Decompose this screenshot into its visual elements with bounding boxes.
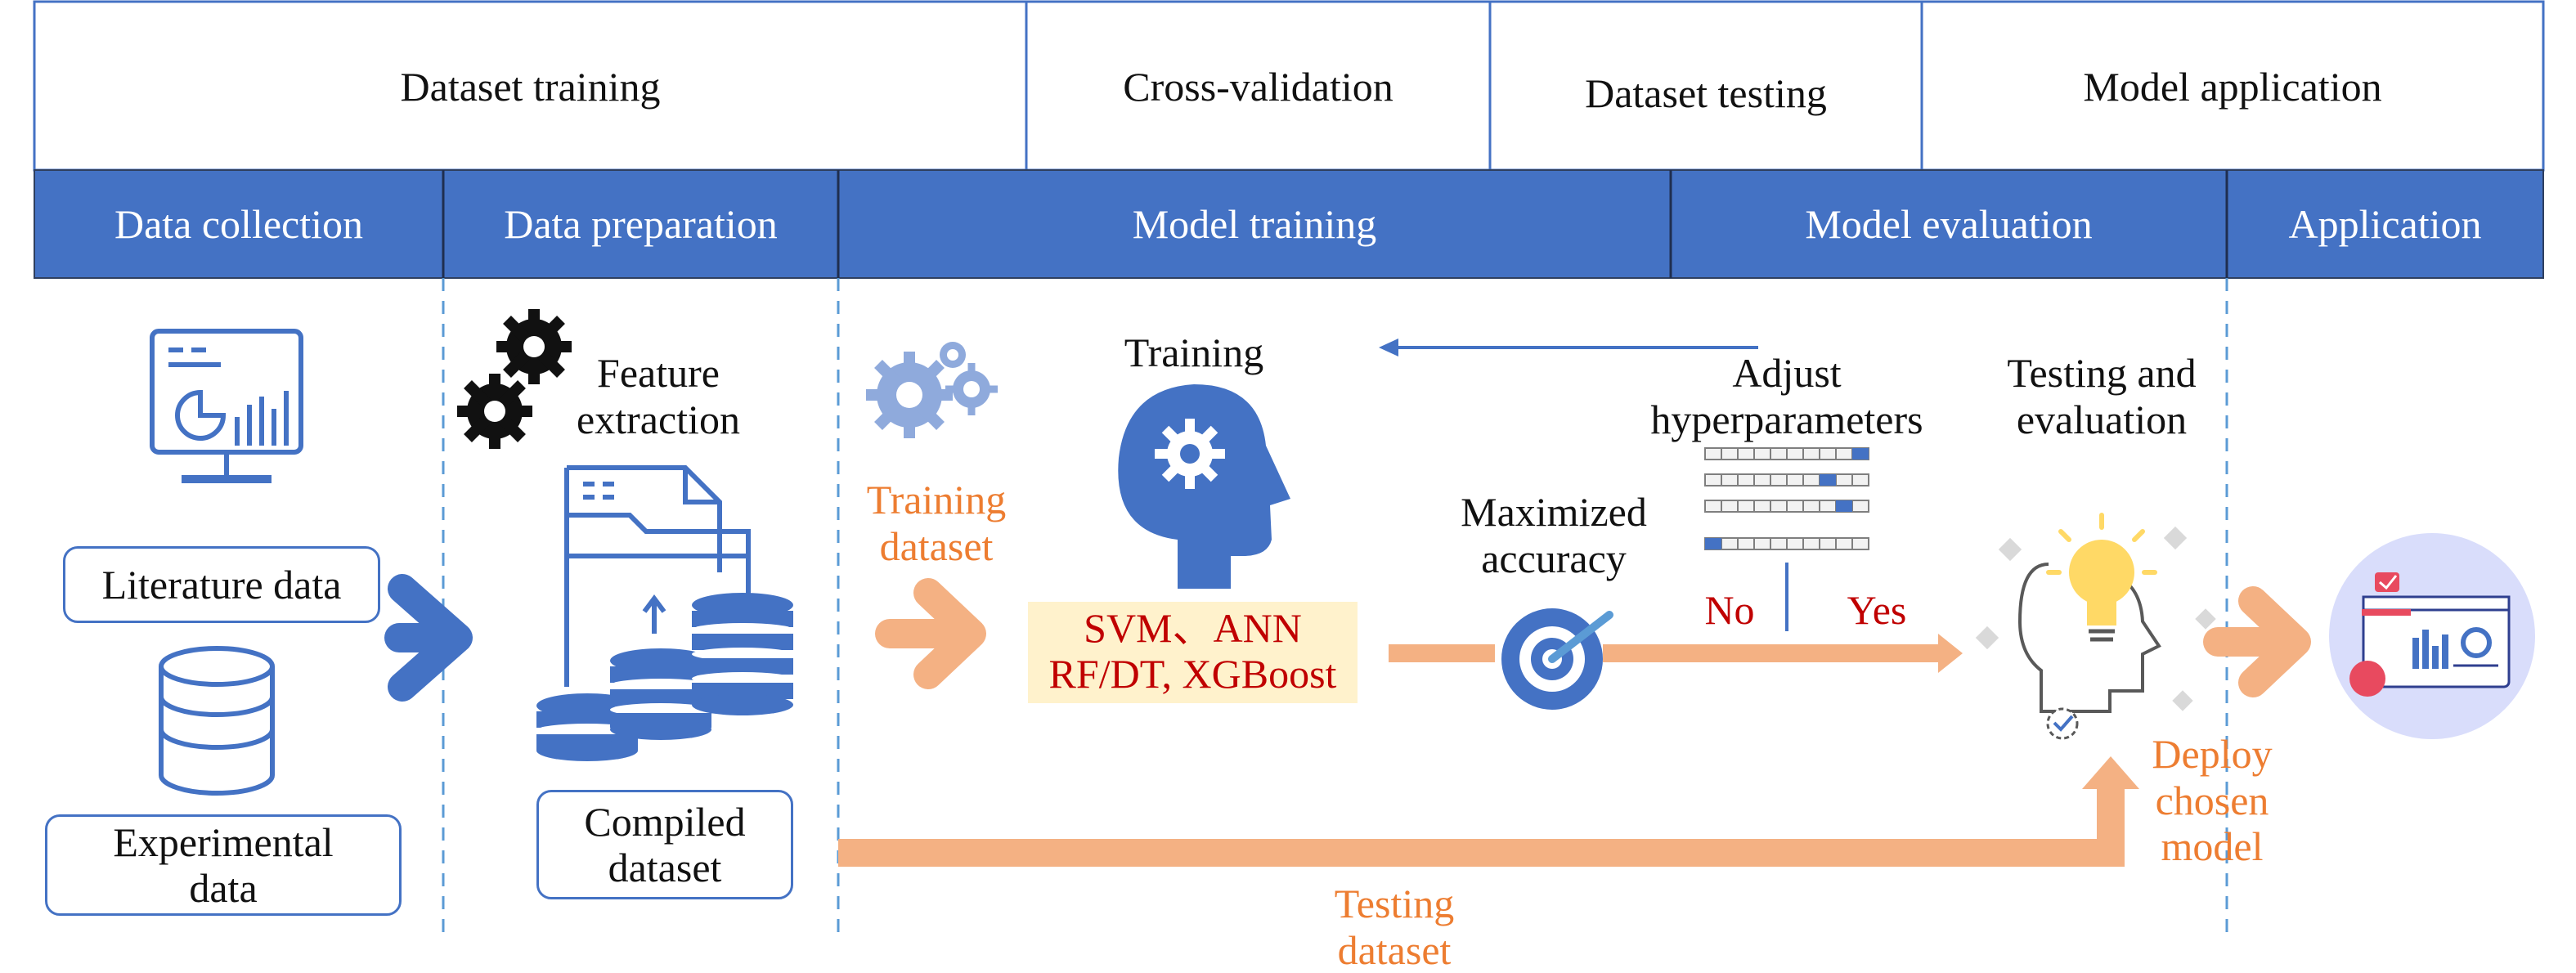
phase-model-application: Model application [1922, 3, 2543, 170]
phase-dataset-training: Dataset training [34, 3, 1026, 170]
document-stack-icon [564, 465, 751, 687]
flow-target-to-testing [1603, 644, 1938, 662]
head-gear-icon [1118, 384, 1290, 589]
compiled-dataset-box: Compiled dataset [536, 790, 793, 899]
stage-label: Model training [1132, 201, 1377, 247]
stage-label: Data collection [114, 201, 364, 247]
hyperparameter-grid-icon [1704, 447, 1869, 550]
stage-data-preparation: Data preparation [443, 172, 838, 276]
literature-data-box: Literature data [63, 546, 380, 623]
deploy-chosen-model-label: Deploy chosen model [2152, 731, 2273, 869]
arrow-collection-to-preparation [384, 574, 473, 702]
algorithms-line1: SVM、ANN [1084, 605, 1302, 651]
database-stack-icon [536, 593, 793, 761]
phase-label: Model application [2083, 64, 2382, 110]
dashboard-monitor-icon [150, 329, 303, 483]
gear-icon [457, 309, 572, 449]
stage-label: Model evaluation [1805, 201, 2093, 247]
target-icon [1501, 608, 1613, 710]
literature-data-label: Literature data [101, 561, 342, 608]
algorithms-box [1028, 602, 1358, 703]
testing-dataset-arrowhead [2082, 756, 2139, 789]
stage-model-training: Model training [838, 172, 1671, 276]
experimental-data-box: Experimental data [45, 814, 402, 916]
stage-label: Application [2288, 201, 2482, 247]
stage-model-evaluation: Model evaluation [1671, 172, 2227, 276]
flow-arrowhead [1938, 634, 1963, 673]
training-dataset-label: Training dataset [866, 477, 1007, 569]
feedback-arrowhead [1379, 339, 1398, 356]
phase-cross-validation: Cross-validation [1026, 3, 1490, 170]
adjust-hyperparameters-label: Adjust hyperparameters [1650, 350, 1923, 442]
light-gear-icon [866, 342, 998, 438]
stage-label: Data preparation [504, 201, 778, 247]
phase-dataset-testing: Dataset testing [1490, 3, 1922, 177]
yes-label: Yes [1847, 587, 1907, 633]
testing-evaluation-label: Testing and evaluation [2007, 350, 2197, 442]
analytics-dashboard-icon [2329, 533, 2535, 739]
no-label: No [1704, 587, 1755, 633]
stage-bar [34, 169, 2544, 279]
phase-label: Cross-validation [1123, 64, 1393, 110]
experimental-data-label: Experimental data [113, 818, 334, 912]
arrow-training-dataset [875, 578, 986, 689]
testing-dataset-arrow [838, 785, 2125, 867]
phase-label: Dataset training [400, 64, 661, 110]
flow-algorithms-to-target [1389, 644, 1495, 662]
stage-application: Application [2227, 172, 2543, 276]
arrow-deploy [2203, 586, 2311, 697]
phase-header-frame [33, 0, 2545, 172]
maximized-accuracy-label: Maximized accuracy [1461, 489, 1647, 581]
stage-data-collection: Data collection [34, 172, 443, 276]
testing-dataset-label: Testing dataset [1334, 881, 1455, 973]
algorithms-line2: RF/DT, XGBoost [1048, 651, 1337, 697]
hyperparameter-selected [1705, 448, 1869, 549]
hyperparameter-grid-lines [1721, 448, 1853, 549]
phase-label: Dataset testing [1585, 70, 1827, 116]
feature-extraction-label: Feature extraction [577, 350, 740, 442]
database-icon [159, 646, 275, 796]
lightbulb-head-icon [1975, 513, 2216, 740]
compiled-dataset-label: Compiled dataset [584, 798, 746, 891]
training-label: Training [1124, 330, 1264, 375]
